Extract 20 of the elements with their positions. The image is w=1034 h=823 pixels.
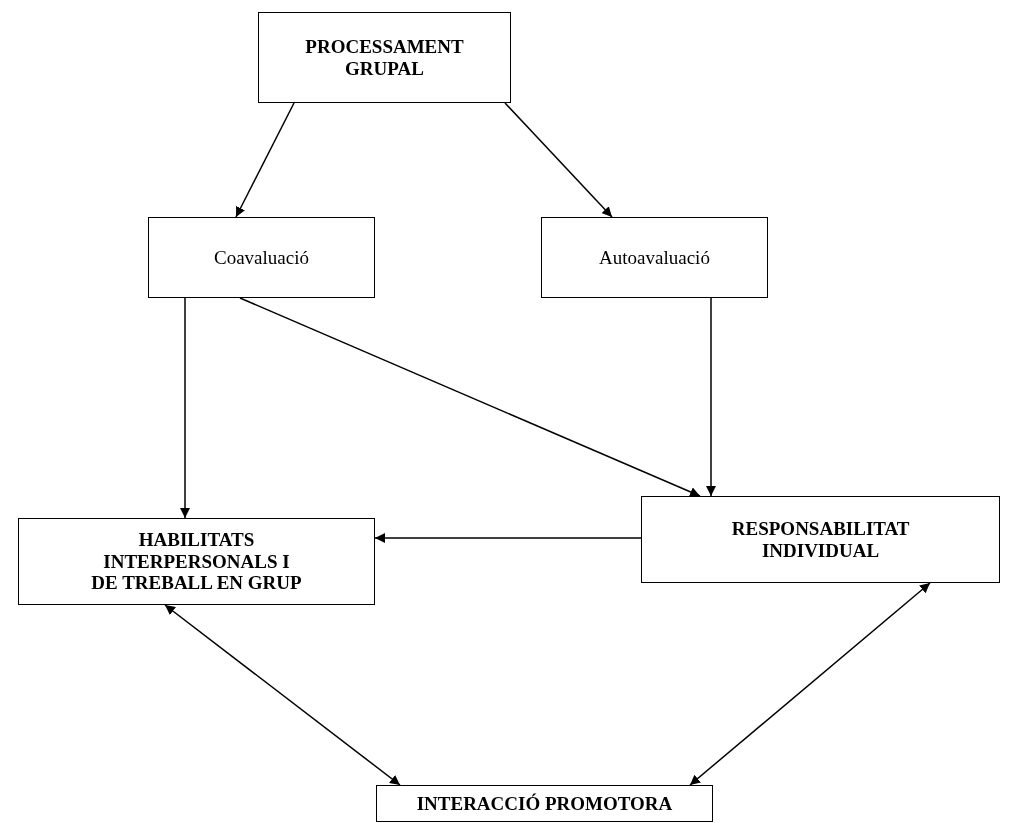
box-label: INTERACCIÓ PROMOTORA: [415, 792, 674, 815]
box-label: Autoavaluació: [598, 246, 711, 269]
arrow: [180, 297, 190, 519]
box-label: Coavaluació: [213, 246, 310, 269]
arrow: [689, 582, 931, 786]
arrow: [374, 533, 642, 543]
box-label: PROCESSAMENT GRUPAL: [304, 35, 465, 80]
box-label: HABILITATS INTERPERSONALS I DE TREBALL EN GRUP: [90, 528, 303, 595]
arrow: [239, 297, 701, 497]
process-box: [258, 12, 511, 103]
process-box: [148, 217, 375, 298]
arrow: [164, 604, 401, 786]
arrow: [504, 102, 613, 218]
box-label: RESPONSABILITAT INDIVIDUAL: [730, 517, 911, 562]
process-box: [376, 785, 713, 822]
process-box: [641, 496, 1000, 583]
arrow: [706, 297, 716, 497]
process-box: [541, 217, 768, 298]
process-box: [18, 518, 375, 605]
arrow: [235, 102, 295, 218]
